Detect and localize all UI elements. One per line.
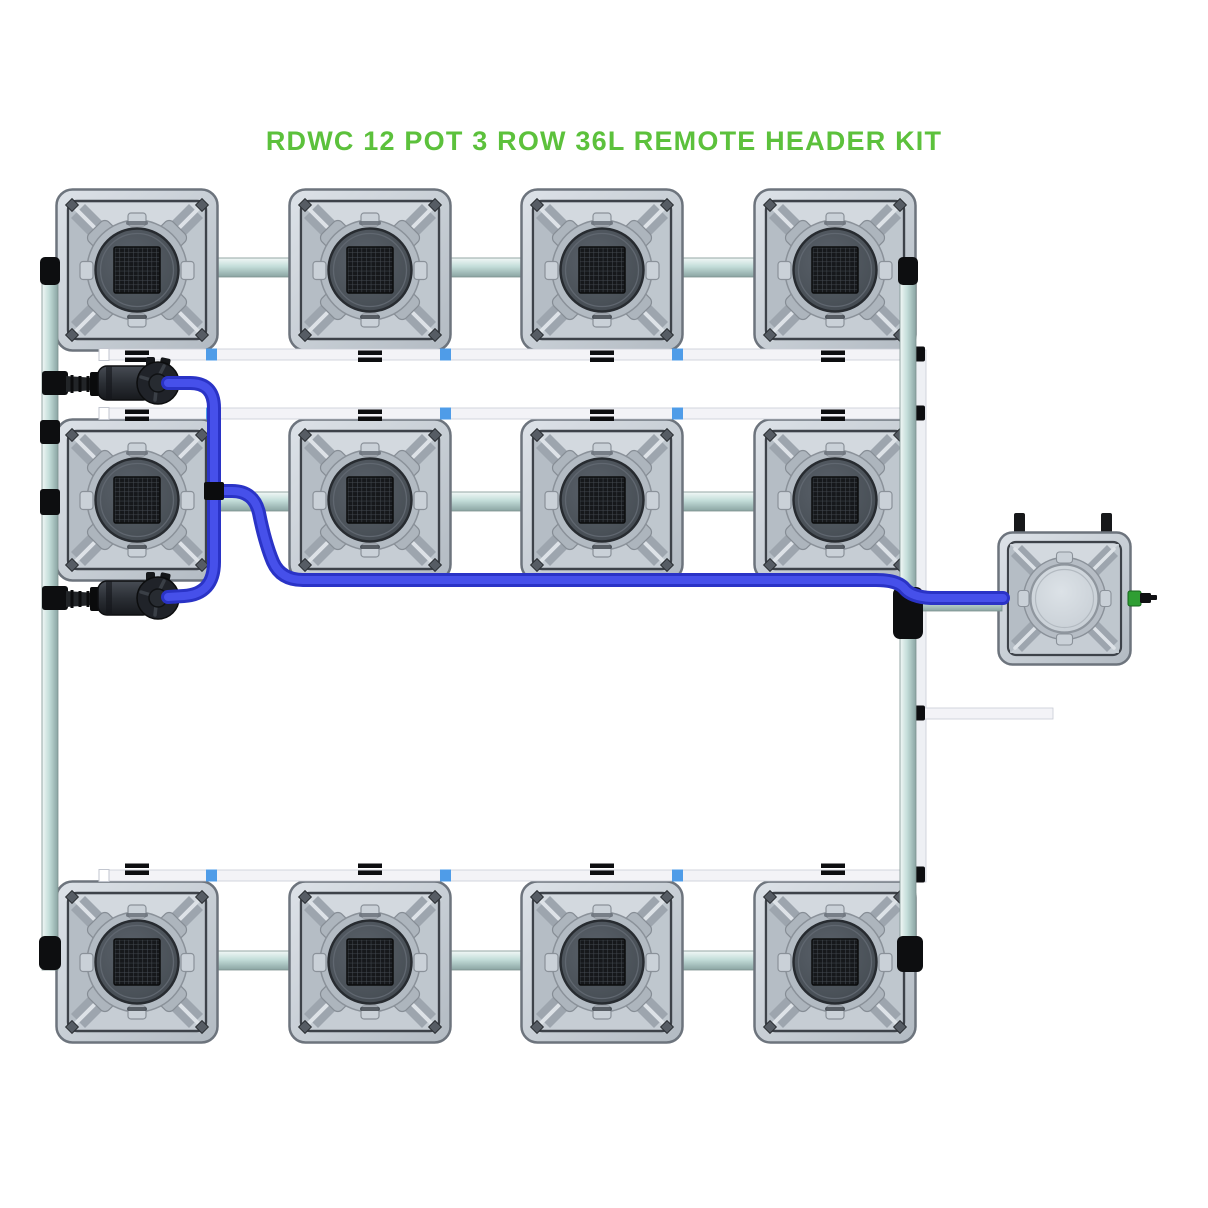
pot-4 bbox=[752, 187, 918, 353]
header-valve-pin bbox=[1150, 595, 1157, 600]
pot-1 bbox=[54, 187, 220, 353]
tube-tee-clip bbox=[204, 482, 224, 500]
pot-10 bbox=[287, 879, 453, 1045]
frame-pipe-left bbox=[41, 259, 59, 971]
header-float-post-right bbox=[1101, 513, 1112, 535]
drain-stub-pipe bbox=[919, 707, 1054, 720]
pot-9 bbox=[54, 879, 220, 1045]
header-valve-green bbox=[1127, 590, 1142, 607]
pot-12 bbox=[752, 879, 918, 1045]
header-tank bbox=[996, 513, 1157, 667]
pot-2 bbox=[287, 187, 453, 353]
return-pipe-upper-a bbox=[99, 348, 916, 361]
return-pipe-lower bbox=[99, 869, 916, 882]
pumps bbox=[42, 355, 181, 621]
pot-5 bbox=[54, 417, 220, 583]
pot-link-pipes bbox=[49, 257, 911, 971]
pump-1 bbox=[42, 355, 181, 406]
frame-pipes bbox=[39, 257, 1003, 972]
frame-pipe-fittings bbox=[39, 257, 923, 972]
return-pipe-upper-b bbox=[99, 407, 916, 420]
manifold-end-caps bbox=[98, 348, 110, 882]
pump-2 bbox=[42, 570, 181, 621]
header-tank-body bbox=[996, 530, 1133, 667]
manifold-clamp-marks bbox=[125, 350, 845, 875]
pot-7 bbox=[519, 417, 685, 583]
delivery-tubing bbox=[161, 376, 1010, 605]
header-valve-handle bbox=[1140, 593, 1151, 603]
pot-3 bbox=[519, 187, 685, 353]
pot-8 bbox=[752, 417, 918, 583]
pot-11 bbox=[519, 879, 685, 1045]
tube-to-header bbox=[207, 484, 1010, 605]
header-float-post-left bbox=[1014, 513, 1025, 535]
pot-6 bbox=[287, 417, 453, 583]
pot-grid bbox=[54, 187, 918, 1045]
page-title: RDWC 12 POT 3 ROW 36L REMOTE HEADER KIT bbox=[265, 126, 943, 156]
